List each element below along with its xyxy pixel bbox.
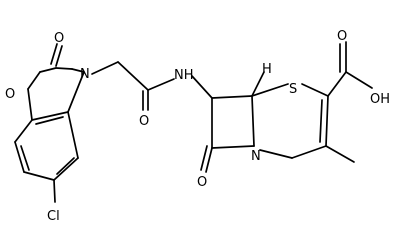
atom-beta-lactam-nitrogen: N — [251, 149, 261, 164]
atom-oxazolone-nitrogen: N — [80, 67, 90, 82]
atom-amide-nh: NH — [174, 68, 194, 83]
atom-stereo-hydrogen: H — [262, 62, 272, 77]
atom-acid-hydroxyl: OH — [370, 92, 390, 107]
atom-amide-oxygen: O — [139, 114, 149, 129]
atom-acid-carbonyl-oxygen: O — [337, 29, 347, 44]
atom-labels: O O N Cl O NH H S N O O OH — [5, 29, 390, 223]
atom-beta-lactam-oxygen: O — [197, 175, 207, 190]
molecule-structure: O O N Cl O NH H S N O O OH — [5, 29, 390, 223]
atom-ring-oxygen: O — [5, 87, 15, 102]
atom-chlorine: Cl — [47, 209, 60, 223]
bond-lines — [14, 41, 373, 203]
atom-sulfur: S — [289, 82, 297, 97]
atom-oxazolone-carbonyl-oxygen: O — [54, 31, 64, 46]
